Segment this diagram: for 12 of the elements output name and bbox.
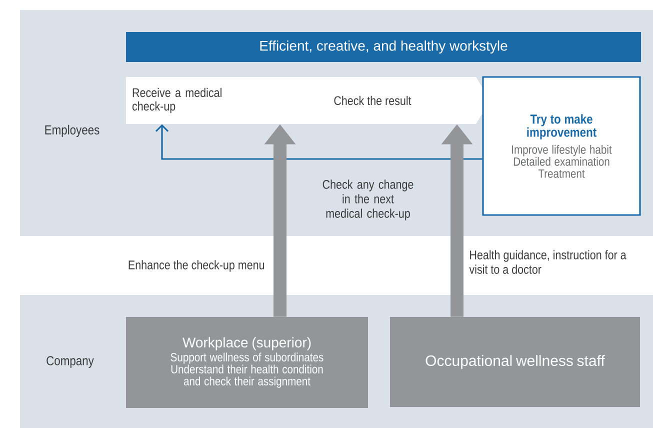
node-label: Receive a medical check-up (132, 88, 222, 114)
edge-label: Health guidance, instruction for a visit to a doctor (469, 250, 626, 274)
role-box: Workplace (superior) Support wellness of subordinates Understand their health condition and check their assignment (126, 317, 368, 408)
role-box: Occupational wellness staff (390, 317, 640, 407)
node-label: Check the result (334, 96, 412, 106)
edge-label: Enhance the check-up menu (128, 260, 264, 272)
note-text: Check any change in the next medical check-up (322, 180, 414, 220)
arrow (155, 124, 482, 160)
chevron-step: Receive a medical check-up (126, 77, 272, 124)
chevron-step: Check the result (255, 77, 490, 124)
title-bar: Efficient, creative, and healthy workstyle (126, 32, 641, 62)
process-box: Try to make improvement Improve lifestyle habit Detailed examination Treatment (482, 76, 641, 216)
